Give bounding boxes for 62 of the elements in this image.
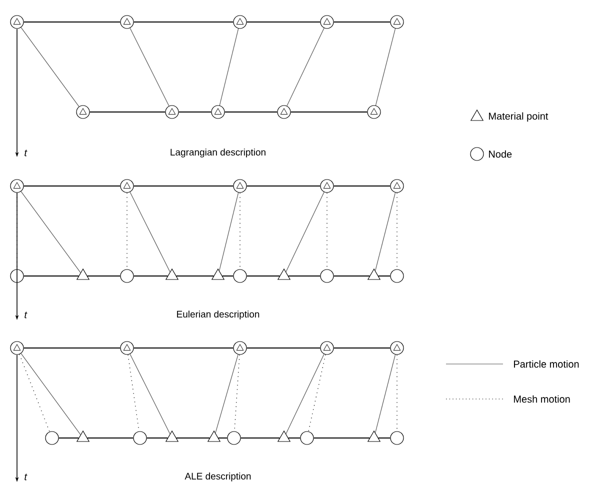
mesh-motion-line [19,354,50,432]
node-circle [133,431,147,445]
node-circle [233,269,247,283]
particle-motion-line [286,354,324,434]
legend-label: Mesh motion [514,395,570,403]
point-marker [10,341,24,355]
particle-motion-line [286,28,324,106]
point-marker [390,179,404,193]
point-marker [233,15,247,29]
point-marker [120,15,134,29]
point-marker [320,341,334,355]
axis-label: t [24,312,28,318]
point-marker [277,105,291,119]
point-marker [165,105,179,119]
point-marker [320,179,334,193]
point-marker [233,179,247,193]
point-marker [120,179,134,193]
particle-motion-line [130,192,170,272]
axis-label: t [24,474,28,480]
panel-caption: Eulerian description [177,310,260,320]
particle-motion-line [375,28,396,106]
particle-motion-line [20,27,80,107]
point-marker [10,179,24,193]
legend-label: Material point [489,112,548,122]
particle-motion-line [215,354,238,434]
point-marker [120,341,134,355]
point-marker [211,105,225,119]
axis-label: t [24,150,28,156]
node-circle [120,269,134,283]
mesh-motion-line [326,192,328,270]
particle-motion-line [20,353,81,435]
mesh-motion-line [16,192,18,270]
mesh-motion-line [308,354,326,432]
point-marker [233,341,247,355]
mesh-motion-line [126,192,128,270]
node-circle [390,269,404,283]
point-marker [367,105,381,119]
particle-motion-line [130,28,170,106]
point-marker [390,15,404,29]
particle-motion-line [219,192,239,271]
panel-caption: Lagrangian description [170,148,266,158]
node-circle [45,431,59,445]
panel-caption: ALE description [184,472,251,482]
legend-label: Node [489,150,512,158]
node-circle [10,269,24,283]
particle-motion-line [219,28,239,106]
node-circle [390,431,404,445]
node-circle [300,431,314,445]
particle-motion-line [375,354,396,434]
point-marker [10,15,24,29]
node-circle [320,269,334,283]
particle-motion-line [130,354,170,434]
particle-motion-line [286,192,324,272]
point-marker [76,105,90,119]
point-marker [390,341,404,355]
particle-motion-line [20,191,81,273]
mesh-motion-line [396,192,398,270]
legend-label: Particle motion [514,360,579,368]
particle-motion-line [375,192,396,272]
point-marker [320,15,334,29]
mesh-motion-line [396,354,398,432]
node-circle [227,431,241,445]
